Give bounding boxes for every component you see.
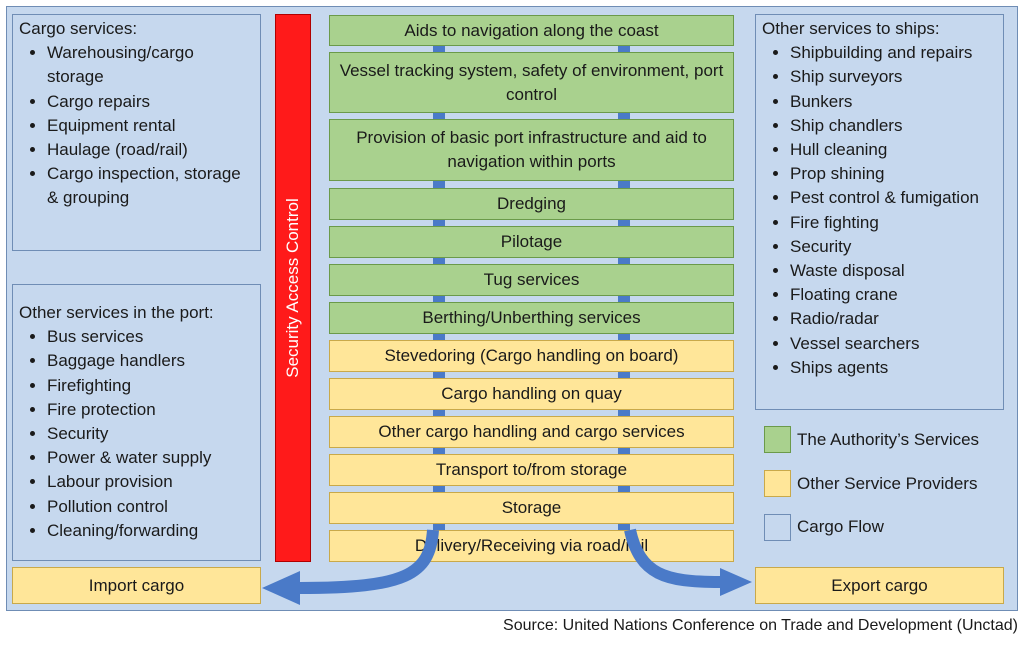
service-step: Transport to/from storage	[329, 454, 734, 486]
list-item: Cargo inspection, storage & grouping	[47, 162, 254, 210]
list-item: Pollution control	[47, 495, 254, 519]
service-step: Storage	[329, 492, 734, 524]
import-arrowhead	[262, 571, 300, 605]
list-item: Bus services	[47, 325, 254, 349]
legend-label-authority: The Authority’s Services	[797, 430, 980, 449]
list-item: Prop shining	[790, 162, 997, 186]
list-item: Security	[790, 235, 997, 259]
service-step: Delivery/Receiving via road/rail	[329, 530, 734, 562]
list-item: Haulage (road/rail)	[47, 138, 254, 162]
cargo-services-list: Warehousing/cargo storage Cargo repairs …	[19, 41, 254, 210]
service-step: Cargo handling on quay	[329, 378, 734, 410]
list-item: Bunkers	[790, 90, 997, 114]
list-item: Shipbuilding and repairs	[790, 41, 997, 65]
service-step: Aids to navigation along the coast	[329, 15, 734, 46]
list-item: Ship surveyors	[790, 65, 997, 89]
list-item: Vessel searchers	[790, 332, 997, 356]
list-item: Cargo repairs	[47, 90, 254, 114]
service-step: Other cargo handling and cargo services	[329, 416, 734, 448]
list-item: Warehousing/cargo storage	[47, 41, 254, 89]
list-item: Ships agents	[790, 356, 997, 380]
ship-services-list: Shipbuilding and repairs Ship surveyors …	[762, 41, 997, 380]
list-item: Hull cleaning	[790, 138, 997, 162]
service-step: Provision of basic port infrastructure a…	[329, 119, 734, 181]
import-cargo-box: Import cargo	[12, 567, 261, 604]
service-step: Tug services	[329, 264, 734, 296]
list-item: Ship chandlers	[790, 114, 997, 138]
service-step: Dredging	[329, 188, 734, 220]
list-item: Pest control & fumigation	[790, 186, 997, 210]
list-item: Security	[47, 422, 254, 446]
list-item: Radio/radar	[790, 307, 997, 331]
list-item: Waste disposal	[790, 259, 997, 283]
list-item: Equipment rental	[47, 114, 254, 138]
service-step: Pilotage	[329, 226, 734, 258]
service-step: Berthing/Unberthing services	[329, 302, 734, 334]
list-item: Baggage handlers	[47, 349, 254, 373]
list-item: Cleaning/forwarding	[47, 519, 254, 543]
security-access-control-bar: Security Access Control	[275, 14, 311, 562]
source-caption: Source: United Nations Conference on Tra…	[503, 617, 1018, 634]
port-services-list: Bus services Baggage handlers Firefighti…	[19, 325, 254, 543]
port-services-box: Other services in the port: Bus services…	[12, 284, 261, 561]
export-flow-arrow	[624, 528, 721, 588]
cargo-services-box: Cargo services: Warehousing/cargo storag…	[12, 14, 261, 251]
list-item: Fire protection	[47, 398, 254, 422]
list-item: Fire fighting	[790, 211, 997, 235]
legend-swatch-authority	[764, 426, 791, 453]
legend-swatch-other	[764, 470, 791, 497]
cargo-services-heading: Cargo services:	[19, 19, 138, 38]
legend-label-cargo-flow: Cargo Flow	[797, 517, 884, 536]
export-cargo-box: Export cargo	[755, 567, 1004, 604]
legend-swatch-cargo-flow	[764, 514, 791, 541]
service-step: Vessel tracking system, safety of enviro…	[329, 52, 734, 113]
list-item: Labour provision	[47, 470, 254, 494]
legend-label-other: Other Service Providers	[797, 474, 978, 493]
ship-services-heading: Other services to ships:	[762, 19, 940, 38]
list-item: Floating crane	[790, 283, 997, 307]
ship-services-box: Other services to ships: Shipbuilding an…	[755, 14, 1004, 410]
import-flow-arrow	[299, 529, 439, 594]
service-step: Stevedoring (Cargo handling on board)	[329, 340, 734, 372]
list-item: Power & water supply	[47, 446, 254, 470]
list-item: Firefighting	[47, 374, 254, 398]
export-arrowhead	[720, 568, 752, 596]
port-services-heading: Other services in the port:	[19, 303, 214, 322]
